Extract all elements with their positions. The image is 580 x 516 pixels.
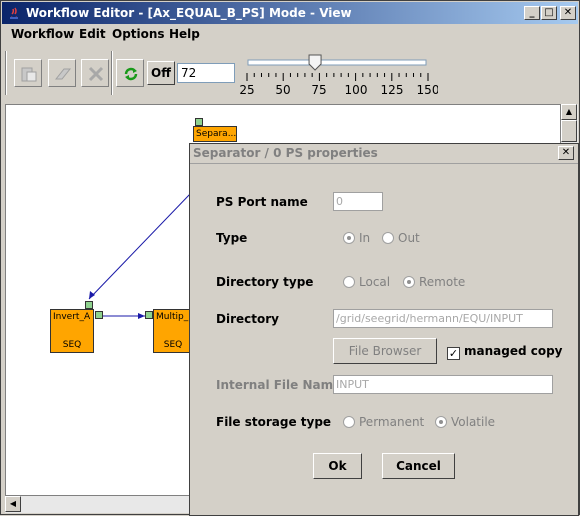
title-bar[interactable]: Workflow Editor - [Ax_EQUAL_B_PS] Mode -… — [2, 2, 578, 24]
input-port[interactable] — [145, 311, 153, 319]
output-port[interactable] — [195, 118, 203, 126]
node-label: Separa... — [196, 129, 237, 139]
refresh-icon — [124, 67, 138, 81]
node-label: Invert_A — [53, 312, 91, 322]
radio-dot — [435, 416, 447, 428]
directory-type-label: Directory type — [216, 275, 314, 289]
directory-label: Directory — [216, 312, 279, 326]
node-type: SEQ — [62, 340, 82, 350]
workflow-node-separator[interactable]: Separa... — [193, 126, 237, 142]
slider-thumb[interactable] — [308, 54, 322, 71]
connection-line — [88, 192, 192, 300]
radio-dot — [343, 232, 355, 244]
close-button[interactable]: ✕ — [560, 6, 576, 20]
storage-permanent-radio[interactable]: Permanent — [343, 415, 424, 429]
type-in-radio[interactable]: In — [343, 231, 370, 245]
radio-label: Volatile — [451, 415, 496, 429]
menu-bar: Workflow Edit Options Help — [2, 25, 578, 45]
type-label: Type — [216, 231, 248, 245]
duplicate-button[interactable] — [48, 59, 76, 87]
dir-local-radio[interactable]: Local — [343, 275, 390, 289]
port-properties-dialog: Separator / 0 PS properties ✕ PS Port na… — [189, 143, 579, 516]
toolbar-separator — [111, 51, 113, 95]
tick-label: 50 — [275, 83, 290, 97]
off-toggle-button[interactable]: Off — [147, 61, 175, 85]
node-label: Multip_ — [156, 312, 189, 322]
menu-edit[interactable]: Edit — [79, 27, 106, 41]
scroll-up-button[interactable]: ▲ — [561, 104, 577, 120]
tick-label: 125 — [381, 83, 404, 97]
checkbox-label: managed copy — [464, 344, 563, 358]
radio-dot — [382, 232, 394, 244]
internal-file-name-label: Internal File Name — [216, 378, 342, 392]
arrow-head — [138, 313, 145, 319]
node-type: SEQ — [163, 340, 183, 350]
output-port[interactable] — [95, 311, 103, 319]
check-icon: ✓ — [447, 347, 460, 360]
paste-button[interactable] — [14, 59, 42, 87]
radio-dot — [343, 276, 355, 288]
zoom-input[interactable]: 72 — [177, 63, 235, 83]
toolbar: Off 72 25 50 75 100 125 150 — [2, 47, 578, 99]
tick-label: 100 — [345, 83, 368, 97]
toolbar-grip — [5, 51, 7, 95]
input-port[interactable] — [85, 301, 93, 309]
zoom-slider[interactable]: 25 50 75 100 125 150 — [238, 51, 438, 97]
tick-label: 75 — [311, 83, 326, 97]
managed-copy-checkbox[interactable]: ✓ managed copy — [447, 344, 563, 360]
tick-label: 25 — [239, 83, 254, 97]
minimize-button[interactable]: _ — [524, 6, 540, 20]
delete-icon — [88, 66, 104, 82]
maximize-button[interactable]: □ — [541, 6, 557, 20]
internal-file-name-field[interactable]: INPUT — [333, 375, 553, 394]
storage-volatile-radio[interactable]: Volatile — [435, 415, 495, 429]
directory-field[interactable]: /grid/seegrid/hermann/EQU/INPUT — [333, 309, 553, 328]
type-out-radio[interactable]: Out — [382, 231, 420, 245]
paste-icon — [21, 67, 37, 82]
menu-options[interactable]: Options — [112, 27, 165, 41]
menu-help[interactable]: Help — [169, 27, 200, 41]
radio-dot — [343, 416, 355, 428]
dir-remote-radio[interactable]: Remote — [403, 275, 465, 289]
duplicate-icon — [54, 68, 72, 80]
dialog-title: Separator / 0 PS properties — [190, 144, 578, 164]
file-storage-type-label: File storage type — [216, 415, 332, 429]
java-app-icon — [6, 5, 22, 21]
file-browser-button[interactable]: File Browser — [333, 338, 437, 364]
scroll-thumb[interactable] — [561, 120, 577, 142]
dialog-close-button[interactable]: ✕ — [558, 146, 574, 160]
tick-label: 150 — [417, 83, 438, 97]
radio-label: Local — [359, 275, 391, 289]
window-title: Workflow Editor - [Ax_EQUAL_B_PS] Mode -… — [26, 6, 352, 20]
delete-button[interactable] — [81, 59, 109, 87]
radio-label: Out — [398, 231, 420, 245]
cancel-button[interactable]: Cancel — [382, 453, 455, 479]
menu-workflow[interactable]: Workflow — [11, 27, 75, 41]
scroll-left-button[interactable]: ◀ — [5, 496, 21, 512]
port-name-label: PS Port name — [216, 195, 308, 209]
refresh-button[interactable] — [116, 59, 144, 87]
radio-dot — [403, 276, 415, 288]
arrow-head — [89, 291, 95, 299]
radio-label: Remote — [419, 275, 466, 289]
port-name-field[interactable]: 0 — [333, 192, 383, 211]
workflow-node-multiply[interactable]: Multip_ SEQ — [153, 309, 193, 353]
workflow-node-invert[interactable]: Invert_A SEQ — [50, 309, 94, 353]
ok-button[interactable]: Ok — [313, 453, 362, 479]
radio-label: Permanent — [359, 415, 425, 429]
radio-label: In — [359, 231, 371, 245]
connection-lines — [88, 192, 192, 319]
